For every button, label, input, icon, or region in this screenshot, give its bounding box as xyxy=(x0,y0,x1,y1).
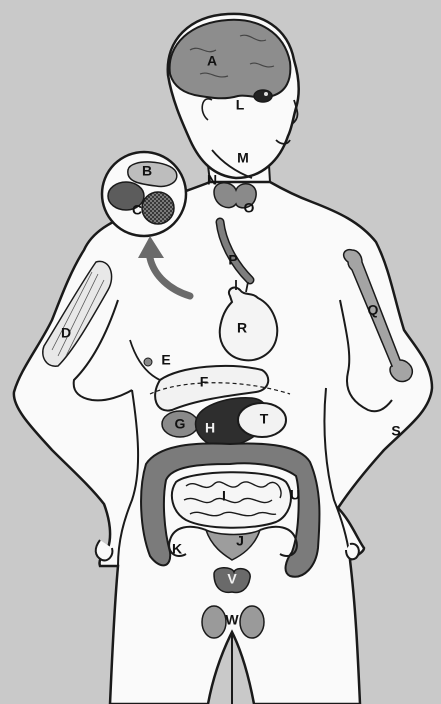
label-h: H xyxy=(205,420,215,436)
label-b: B xyxy=(142,163,152,179)
label-a: A xyxy=(207,53,217,69)
label-r: R xyxy=(237,320,247,336)
body-silhouette xyxy=(14,14,432,704)
label-o: O xyxy=(244,200,255,216)
label-d: D xyxy=(61,325,71,341)
label-v: V xyxy=(227,571,237,587)
label-i: I xyxy=(222,488,226,504)
label-c: C xyxy=(132,202,142,218)
label-f: F xyxy=(200,374,209,390)
label-g: G xyxy=(175,416,186,432)
small-intestine xyxy=(172,472,291,528)
label-w: W xyxy=(225,612,239,628)
label-k: K xyxy=(172,541,182,557)
label-q: Q xyxy=(368,302,379,318)
label-m: M xyxy=(237,150,249,166)
eye-highlight xyxy=(264,92,268,96)
organ-w-left xyxy=(202,606,226,638)
label-t: T xyxy=(260,411,269,427)
label-n: N xyxy=(207,172,217,188)
organ-w-right xyxy=(240,606,264,638)
label-p: P xyxy=(228,252,237,268)
label-u: U xyxy=(290,487,300,503)
nipple xyxy=(144,358,152,366)
eye xyxy=(254,90,272,102)
label-j: J xyxy=(236,533,244,549)
label-l: L xyxy=(236,97,245,113)
label-s: S xyxy=(391,423,400,439)
label-e: E xyxy=(161,352,170,368)
inset-gland-c-dotted xyxy=(142,192,174,224)
